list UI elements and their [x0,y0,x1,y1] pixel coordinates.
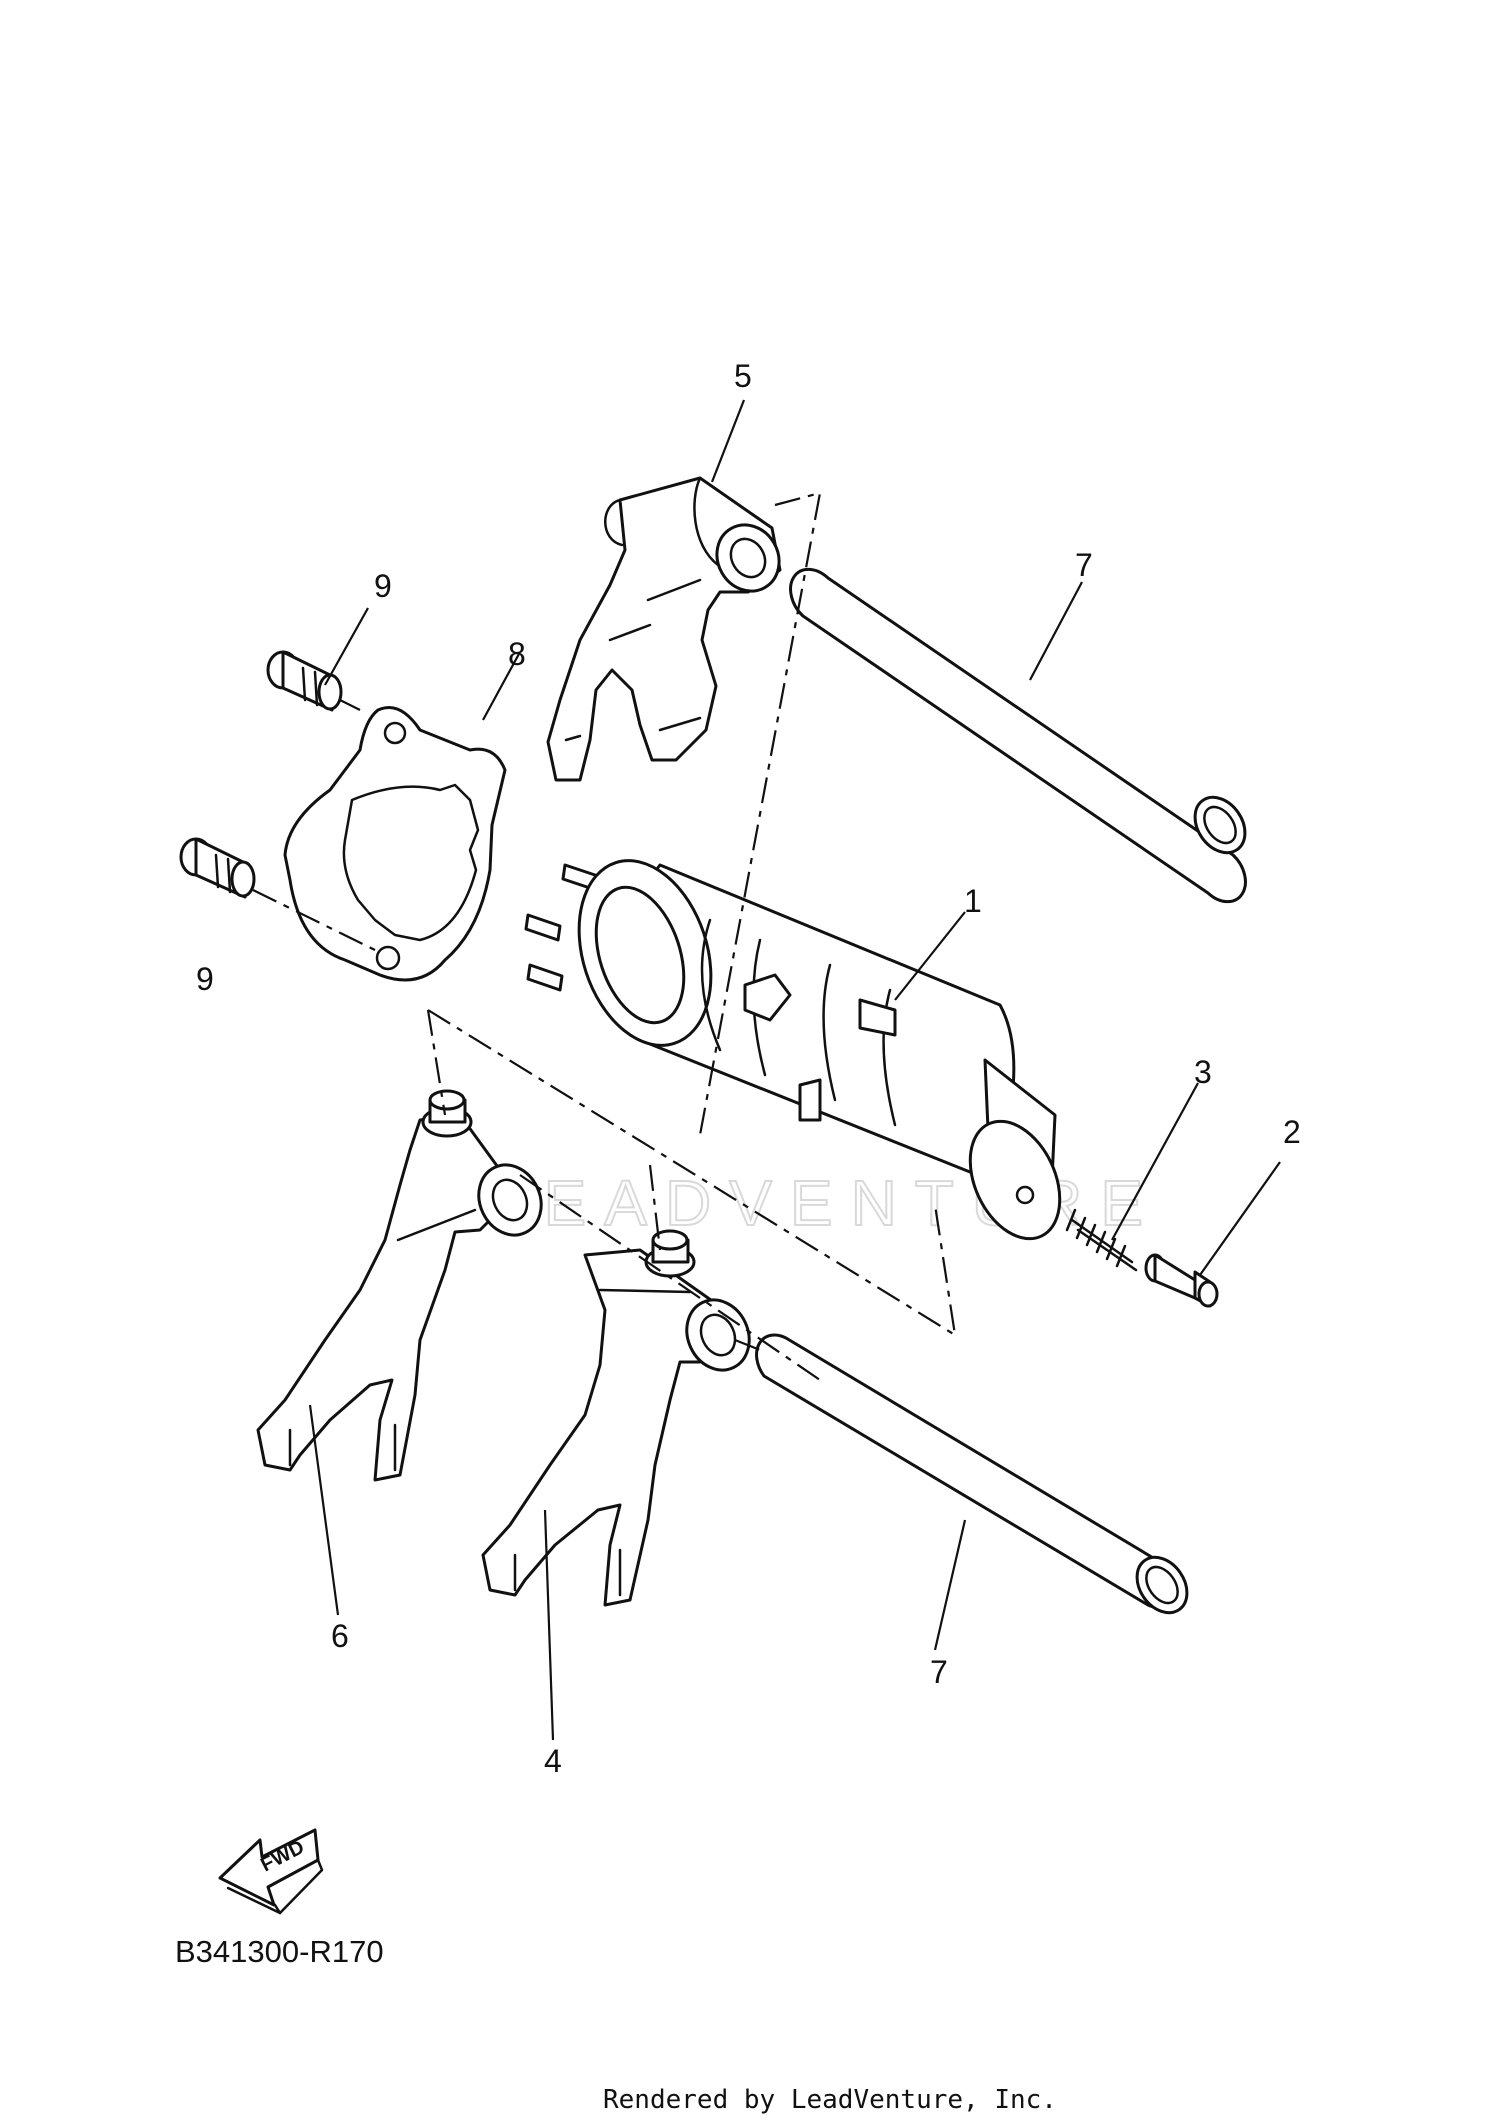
footer-credit: Rendered by LeadVenture, Inc. [603,2085,1057,2115]
shift-cam-segment-plate [283,706,507,982]
stopper-pin [1144,1253,1219,1308]
fwd-direction-arrow: FWD [218,1828,324,1915]
screw-lower [179,837,256,899]
shift-fork-top [546,476,782,782]
drawing-code: B341300-R170 [175,1934,384,1969]
shift-fork-center [481,1229,751,1607]
callout-3: 3 [1194,1054,1212,1090]
leader-lines [308,399,1281,1741]
spring [1065,1208,1138,1272]
callout-numbers: 5 7 9 8 9 1 3 2 6 4 7 [196,358,1301,1779]
assembly-dash-lines [252,491,957,1381]
callout-6: 6 [331,1618,349,1654]
callout-9-lower: 9 [196,961,214,997]
callout-4: 4 [544,1743,562,1779]
callout-9-upper: 9 [374,568,392,604]
shift-drum [524,859,1062,1241]
callout-7-lower: 7 [930,1654,948,1690]
callout-5: 5 [734,358,752,394]
shift-fork-shaft-lower [755,1333,1189,1615]
callout-2: 2 [1283,1114,1301,1150]
shift-fork-shaft-upper [789,567,1247,904]
callout-8: 8 [508,636,526,672]
callout-1: 1 [964,883,982,919]
callout-7-upper: 7 [1075,547,1093,583]
shift-fork-left [256,1089,543,1482]
screw-upper [266,650,343,712]
